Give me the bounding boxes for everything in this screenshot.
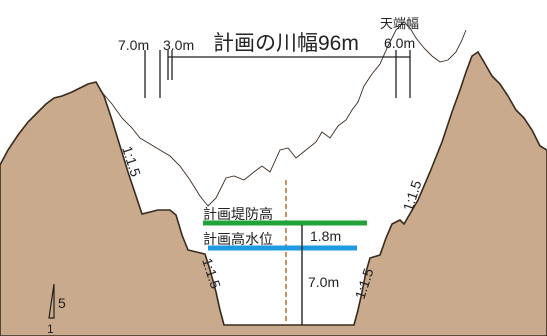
scale-horizontal-label: 1 (47, 322, 54, 336)
left-small-label: 3.0m (163, 37, 194, 53)
dimension-lines (144, 50, 411, 98)
depth-label: 7.0m (308, 274, 339, 290)
terrain-fill (0, 50, 547, 336)
crown-width-value: 6.0m (384, 35, 415, 51)
scale-vertical-label: 5 (58, 295, 66, 311)
freeboard-label: 1.8m (310, 228, 341, 244)
original-ground-line (99, 21, 467, 207)
channel-width-title: 計画の川幅96m (213, 32, 359, 55)
high-water-label: 計画高水位 (203, 231, 273, 247)
levee-height-label: 計画堤防高 (203, 206, 273, 222)
left-berm-label: 7.0m (118, 37, 149, 53)
crown-width-label: 天端幅 (380, 16, 419, 31)
scale-triangle (48, 283, 55, 319)
